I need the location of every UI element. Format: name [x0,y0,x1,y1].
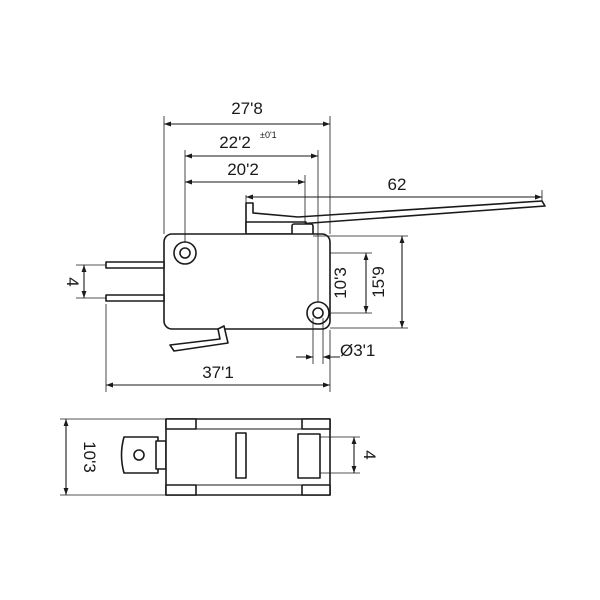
terminal-bottom [169,325,229,352]
top-terminal-neck [155,440,167,470]
top-center-slot [235,432,247,479]
dim-hole-to-hole-tolerance: ±0'1 [260,130,277,140]
top-flange-right-top [301,418,331,430]
dim-hole-to-hole: 22'2 [219,133,251,152]
dim-body-thickness: 10'3 [80,441,99,473]
side-view-dimensions: 27'8 22'2 ±0'1 20'2 62 4 10'3 15'9 Ø3'1 [63,99,543,392]
dim-hole-height: 10'3 [331,267,350,299]
dim-terminal-width: 4 [360,450,379,459]
dim-overall-length: 37'1 [202,363,234,382]
side-view [105,200,546,352]
top-view [120,418,331,496]
terminal-upper [105,261,165,269]
top-flange-right-bottom [301,484,331,496]
dim-plunger-height: 15'9 [369,266,388,298]
dim-lever-length: 62 [388,175,407,194]
dim-hole-to-plunger: 20'2 [227,160,259,179]
right-mounting-hole [312,307,324,319]
dim-overall-width: 27'8 [231,99,263,118]
dim-hole-diameter: Ø3'1 [340,341,375,360]
top-flange-left-top [165,418,197,430]
top-view-dimensions: 10'3 4 [60,418,379,496]
top-plunger-window [297,433,321,479]
top-terminal-hole [133,449,145,461]
top-flange-left-bottom [165,484,197,496]
switch-body [163,233,331,330]
left-mounting-hole [179,247,191,259]
dim-terminal-pitch: 4 [63,277,82,286]
terminal-lower [105,294,165,302]
